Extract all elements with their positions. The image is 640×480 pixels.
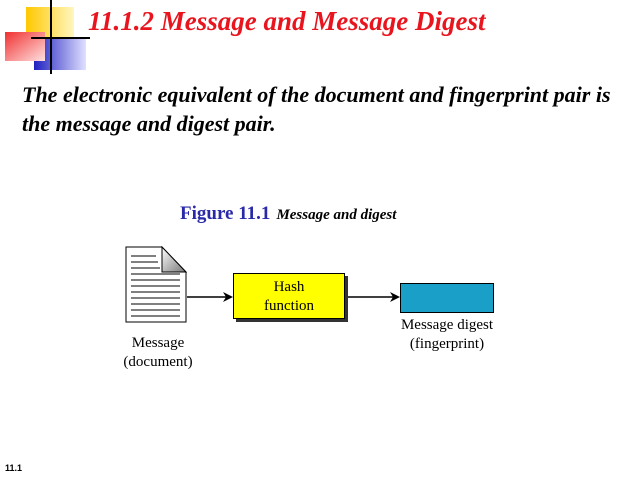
digest-label-line2: (fingerprint) (409, 336, 485, 352)
flow-arrows (187, 292, 400, 302)
decorative-logo-icon (5, 0, 90, 74)
hash-label-line2: function (264, 298, 314, 314)
figure-caption: Message and digest (276, 207, 397, 223)
message-digest-box (400, 283, 494, 313)
figure-title: Figure 11.1 Message and digest (180, 203, 396, 225)
figure-label: Figure 11.1 (180, 203, 271, 224)
message-label: Message (document) (108, 334, 208, 372)
message-label-line2: (document) (123, 354, 193, 370)
slide-number: 11.1 (5, 463, 23, 473)
message-label-line1: Message (131, 335, 185, 351)
document-icon (125, 245, 188, 323)
digest-label: Message digest (fingerprint) (382, 316, 512, 354)
slide-title: 11.1.2 Message and Message Digest (88, 6, 486, 36)
hash-label-line1: Hash (273, 279, 305, 295)
hash-function-box: Hash function (233, 273, 345, 319)
slide-body-text: The electronic equivalent of the documen… (22, 82, 611, 136)
digest-label-line1: Message digest (400, 317, 494, 333)
